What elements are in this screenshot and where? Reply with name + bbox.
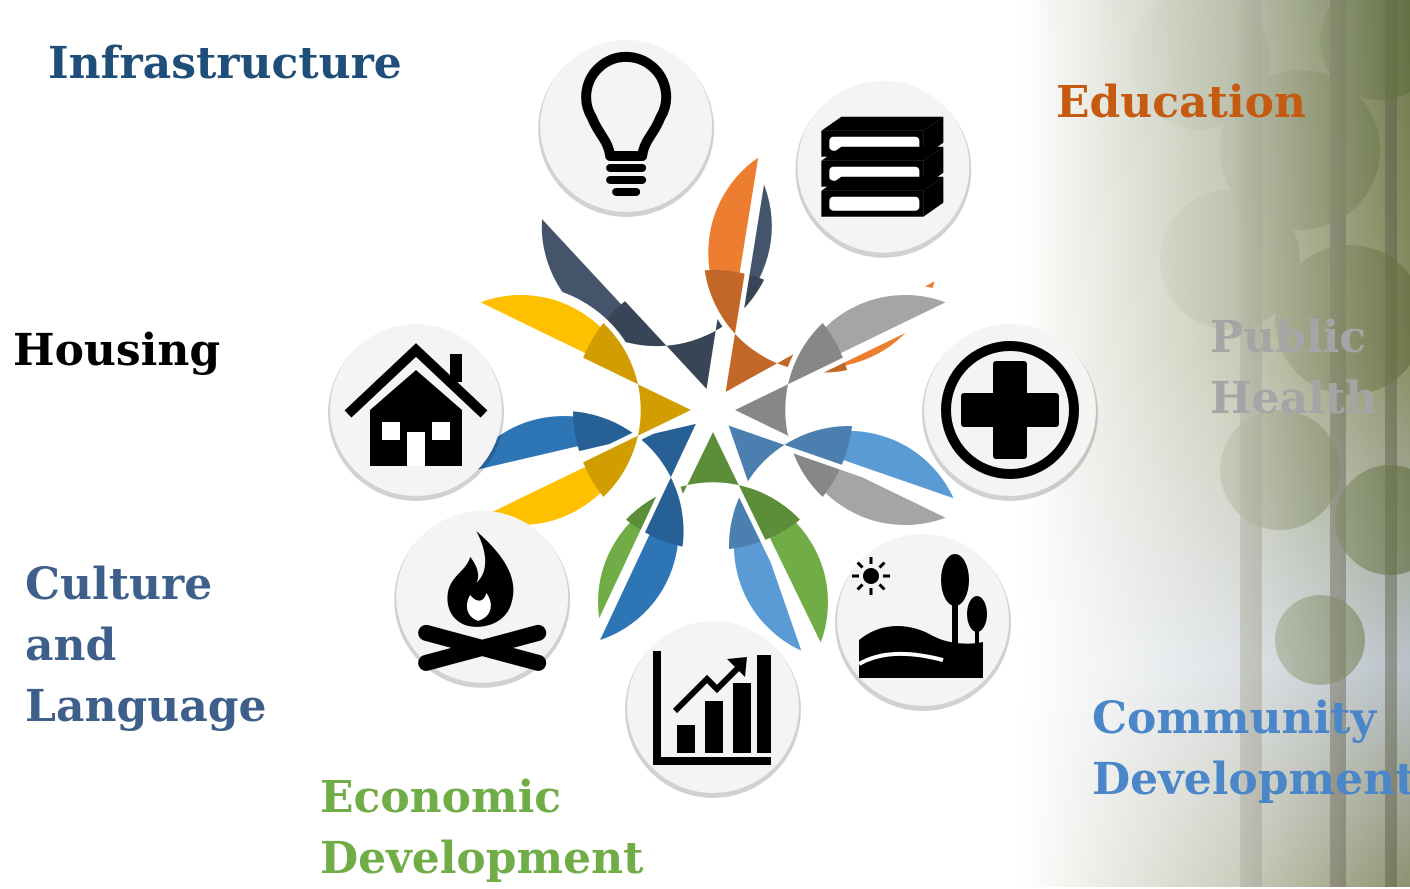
icon-disc-community-development [835, 534, 1012, 712]
campfire-icon [418, 530, 547, 671]
books-icon [821, 116, 944, 217]
label-community-development: Community Development [1092, 688, 1410, 810]
label-economic-development-line-2: Development [320, 833, 644, 884]
label-public-health-line-2: Health [1210, 373, 1378, 424]
icon-disc-economic-development [625, 621, 801, 798]
icon-layer [328, 39, 1098, 798]
label-culture-language-line-2: and [25, 620, 117, 671]
landscape-trees-icon [852, 554, 988, 679]
petal-inner-band-infrastructure [573, 270, 777, 389]
medical-cross-icon [941, 341, 1079, 479]
label-culture-language: Culture and Language [25, 554, 266, 737]
icon-disc-culture-language [394, 510, 571, 688]
icon-disc-education [795, 80, 972, 258]
label-culture-language-line-3: Language [25, 681, 267, 732]
bar-chart-growth-icon [653, 651, 771, 765]
label-community-development-line-1: Community [1092, 693, 1377, 744]
lightbulb-icon [581, 51, 672, 196]
label-economic-development-line-1: Economic [320, 772, 562, 823]
house-icon [344, 343, 488, 466]
label-infrastructure-line: Infrastructure [48, 38, 402, 89]
label-community-development-line-2: Development [1092, 754, 1410, 805]
icon-disc-infrastructure [538, 39, 715, 217]
label-public-health: Public Health [1210, 307, 1377, 429]
icon-disc-housing [328, 324, 504, 501]
label-economic-development: Economic Development [320, 767, 643, 889]
label-education: Education [1056, 72, 1306, 133]
label-culture-language-line-1: Culture [25, 559, 213, 610]
label-housing-line: Housing [13, 325, 221, 376]
icon-disc-public-health [922, 324, 1098, 501]
label-education-line: Education [1056, 77, 1306, 128]
label-housing: Housing [13, 320, 220, 381]
label-infrastructure: Infrastructure [48, 33, 402, 94]
label-public-health-line-1: Public [1210, 312, 1367, 363]
